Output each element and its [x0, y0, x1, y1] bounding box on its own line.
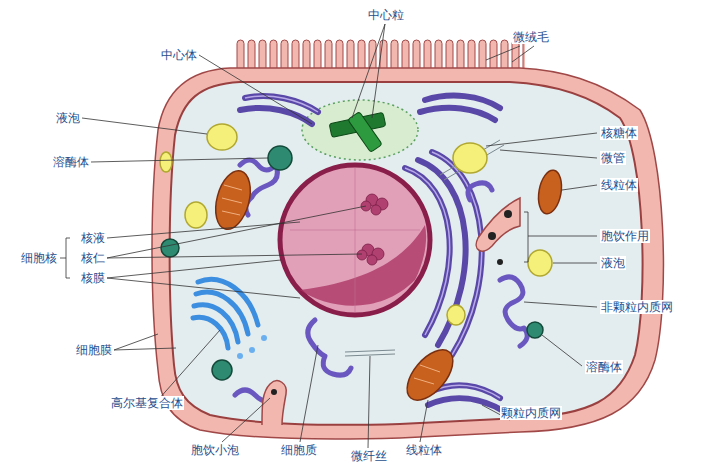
part-label: 溶酶体 [52, 155, 90, 169]
part-label: 高尔基复合体 [110, 396, 184, 410]
part-label: 核糖体 [600, 126, 638, 140]
part-label: 胞饮作用 [600, 229, 650, 243]
part-label: 胞饮小泡 [190, 443, 240, 457]
part-label: 微绒毛 [512, 30, 550, 44]
part-label: 中心体 [160, 48, 198, 62]
part-label: 细胞核 [20, 251, 58, 265]
part-label: 中心粒 [367, 8, 405, 22]
part-label: 非颗粒内质网 [600, 300, 674, 314]
part-label: 细胞膜 [75, 343, 113, 357]
part-label: 线粒体 [405, 443, 443, 457]
part-label: 溶酶体 [585, 360, 623, 374]
part-label: 核液 [80, 231, 106, 245]
part-label: 液泡 [600, 256, 626, 270]
part-label: 液泡 [55, 111, 81, 125]
part-label: 核仁 [80, 251, 106, 265]
part-label: 微纤丝 [350, 449, 388, 463]
part-label: 线粒体 [600, 178, 638, 192]
part-label: 核膜 [80, 271, 106, 285]
part-label: 微管 [600, 151, 626, 165]
part-label: 细胞质 [280, 443, 318, 457]
part-label: 颗粒内质网 [500, 406, 562, 420]
